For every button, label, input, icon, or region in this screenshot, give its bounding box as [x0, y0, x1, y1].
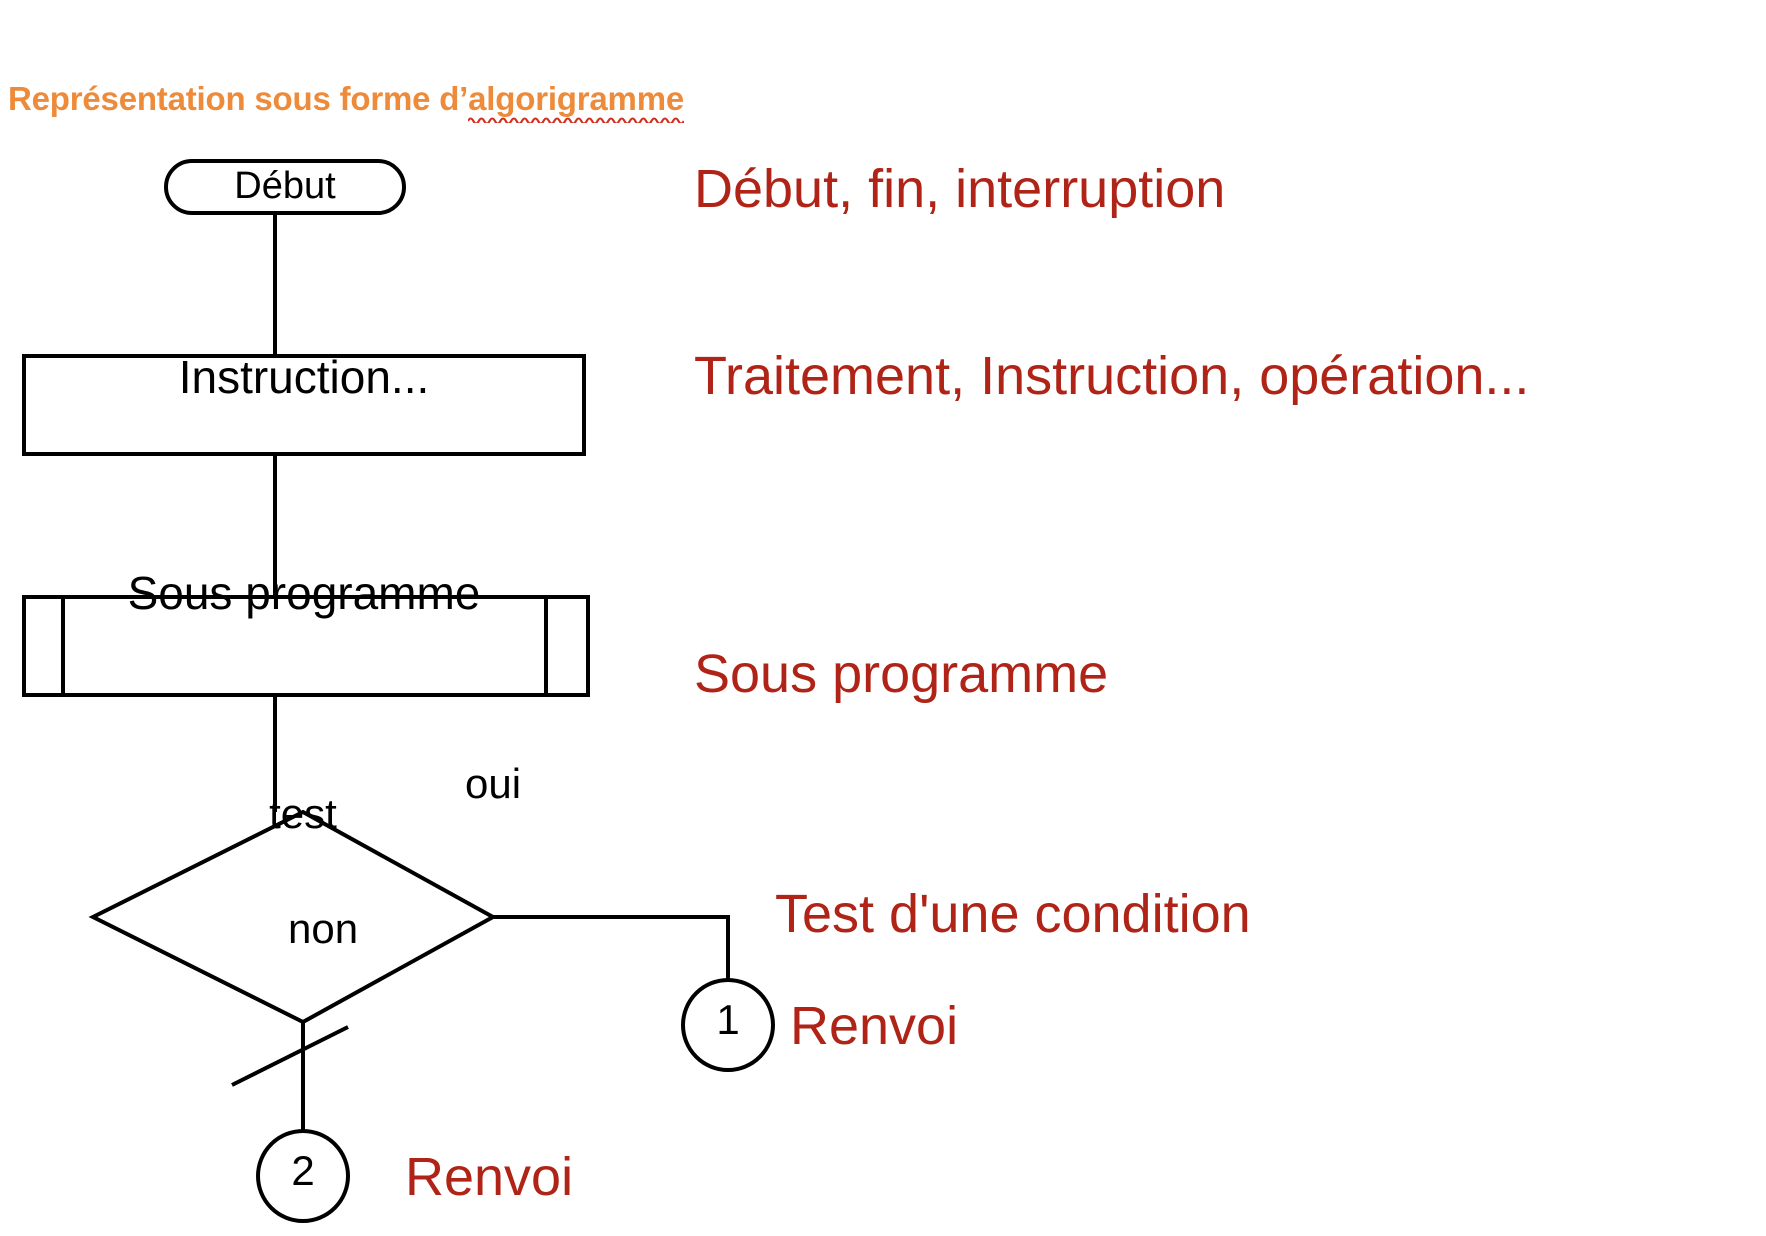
node-start-label: Début	[234, 165, 336, 207]
edge-label-yes: oui	[465, 760, 522, 807]
legend-label-connector-1: Renvoi	[790, 996, 959, 1056]
edge-label-no: non	[288, 905, 359, 952]
page-title: Représentation sous forme d’algorigramme	[8, 80, 684, 123]
node-connector-1-label: 1	[716, 996, 740, 1043]
node-start-shape[interactable]	[164, 159, 406, 215]
node-connector-2-label: 2	[291, 1147, 315, 1194]
page-title-word-text: algorigramme	[468, 80, 684, 117]
legend-label-connector-2: Renvoi	[405, 1147, 574, 1207]
page-title-prefix: Représentation sous forme d’	[8, 80, 469, 117]
node-connector-2-shape[interactable]	[256, 1129, 350, 1223]
edge-decision-yes	[493, 915, 730, 980]
node-connector-1-shape[interactable]	[681, 978, 775, 1072]
node-subprocess-shape[interactable]	[22, 595, 590, 697]
edge-decision-no-tick	[231, 1025, 349, 1087]
legend-label-start: Début, fin, interruption	[694, 159, 1226, 219]
node-process-label: Instruction...	[178, 351, 430, 403]
node-decision-label: test	[269, 790, 337, 837]
legend-label-process: Traitement, Instruction, opération...	[694, 346, 1530, 406]
page-title-underlined-word: algorigramme	[468, 80, 684, 123]
legend-label-decision: Test d'une condition	[775, 884, 1251, 944]
node-subprocess-label: Sous programme	[127, 567, 481, 619]
legend-label-subprocess: Sous programme	[694, 644, 1109, 704]
node-process-shape[interactable]	[22, 354, 586, 456]
